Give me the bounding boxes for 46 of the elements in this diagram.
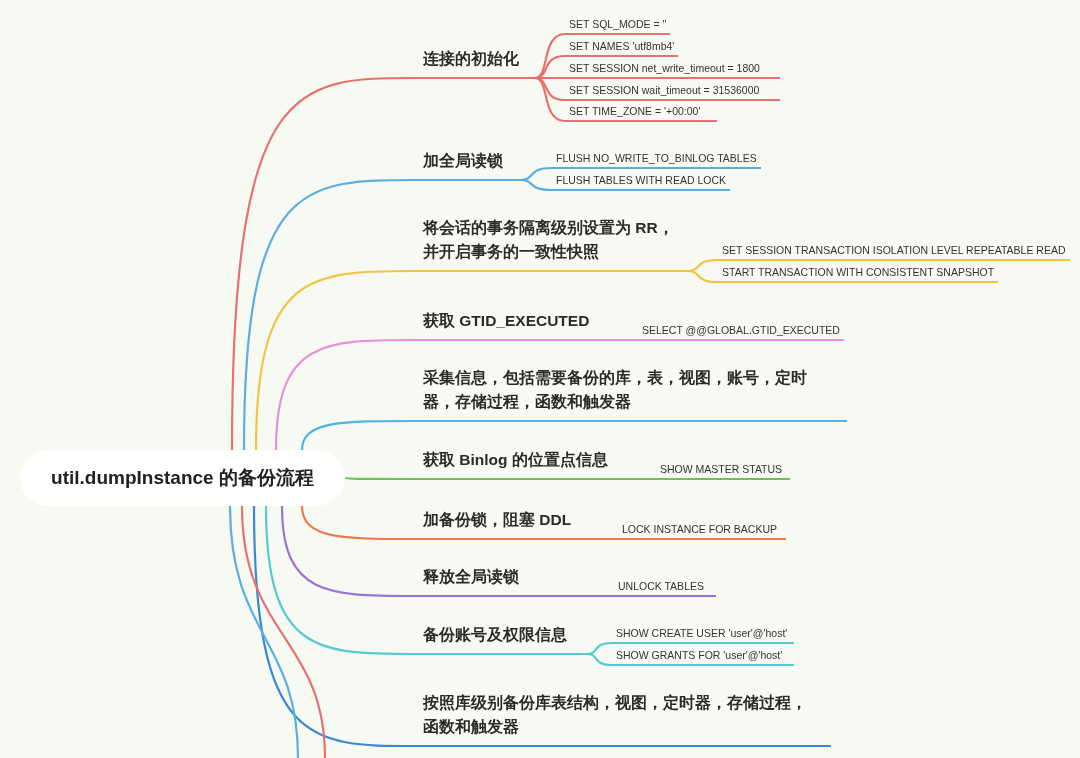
sql-statement: SET TIME_ZONE = '+00:00' [565,104,717,122]
sql-statement: SHOW CREATE USER 'user'@'host' [612,626,794,644]
branch-line [633,477,658,481]
sql-statement: SELECT @@GLOBAL.GTID_EXECUTED [638,323,844,341]
branch-line [252,504,417,748]
central-topic: util.dumpInstance 的备份流程 [20,450,345,506]
branch-topic: 将会话的事务隔离级别设置为 RR，并开启事务的一致性快照 [415,216,687,272]
branch-line [685,269,720,284]
branch-line [264,504,417,656]
sql-statement: FLUSH NO_WRITE_TO_BINLOG TABLES [552,151,761,169]
branch-topic: 备份账号及权限信息 [415,623,587,655]
branch-line [518,178,554,192]
branch-topic: 释放全局读锁 [415,565,595,597]
branch-line [230,76,417,452]
branch-line [585,652,614,667]
branch-topic: 加全局读锁 [415,149,520,181]
branch-topic: 获取 Binlog 的位置点信息 [415,448,635,480]
branch-topic: 加备份锁，阻塞 DDL [415,508,600,540]
branch-topic: 采集信息，包括需要备份的库，表，视图，账号，定时器，存储过程，函数和触发器 [415,366,847,422]
sql-statement: SHOW MASTER STATUS [656,462,790,480]
branch-line [608,338,640,342]
branch-line [598,537,620,541]
branch-topic: 连接的初始化 [415,47,535,79]
branch-line [240,504,327,758]
sql-statement: SHOW GRANTS FOR 'user'@'host' [612,648,794,666]
sql-statement: FLUSH TABLES WITH READ LOCK [552,173,730,191]
branch-line [593,594,616,598]
branch-line [300,504,417,541]
branch-topic: 获取 GTID_EXECUTED [415,309,610,341]
branch-line [300,419,417,452]
branch-line [242,178,417,452]
sql-statement: START TRANSACTION WITH CONSISTENT SNAPSHOT [718,265,999,283]
sql-statement: SET NAMES 'utf8mb4' [565,39,679,57]
branch-line [254,269,417,452]
branch-line [343,476,417,481]
sql-statement: SET SQL_MODE = '' [565,17,671,35]
branch-topic: 按照库级别备份库表结构，视图，定时器，存储过程，函数和触发器 [415,691,831,747]
sql-statement: SET SESSION net_write_timeout = 1800 [565,61,780,79]
branch-line [274,338,417,452]
sql-statement: LOCK INSTANCE FOR BACKUP [618,522,786,540]
branch-line [533,76,567,123]
sql-statement: SET SESSION TRANSACTION ISOLATION LEVEL REPEATABLE READ [718,243,1070,261]
sql-statement: SET SESSION wait_timeout = 31536000 [565,83,780,101]
sql-statement: UNLOCK TABLES [614,579,716,597]
branch-line [228,504,300,758]
branch-line [280,504,417,598]
